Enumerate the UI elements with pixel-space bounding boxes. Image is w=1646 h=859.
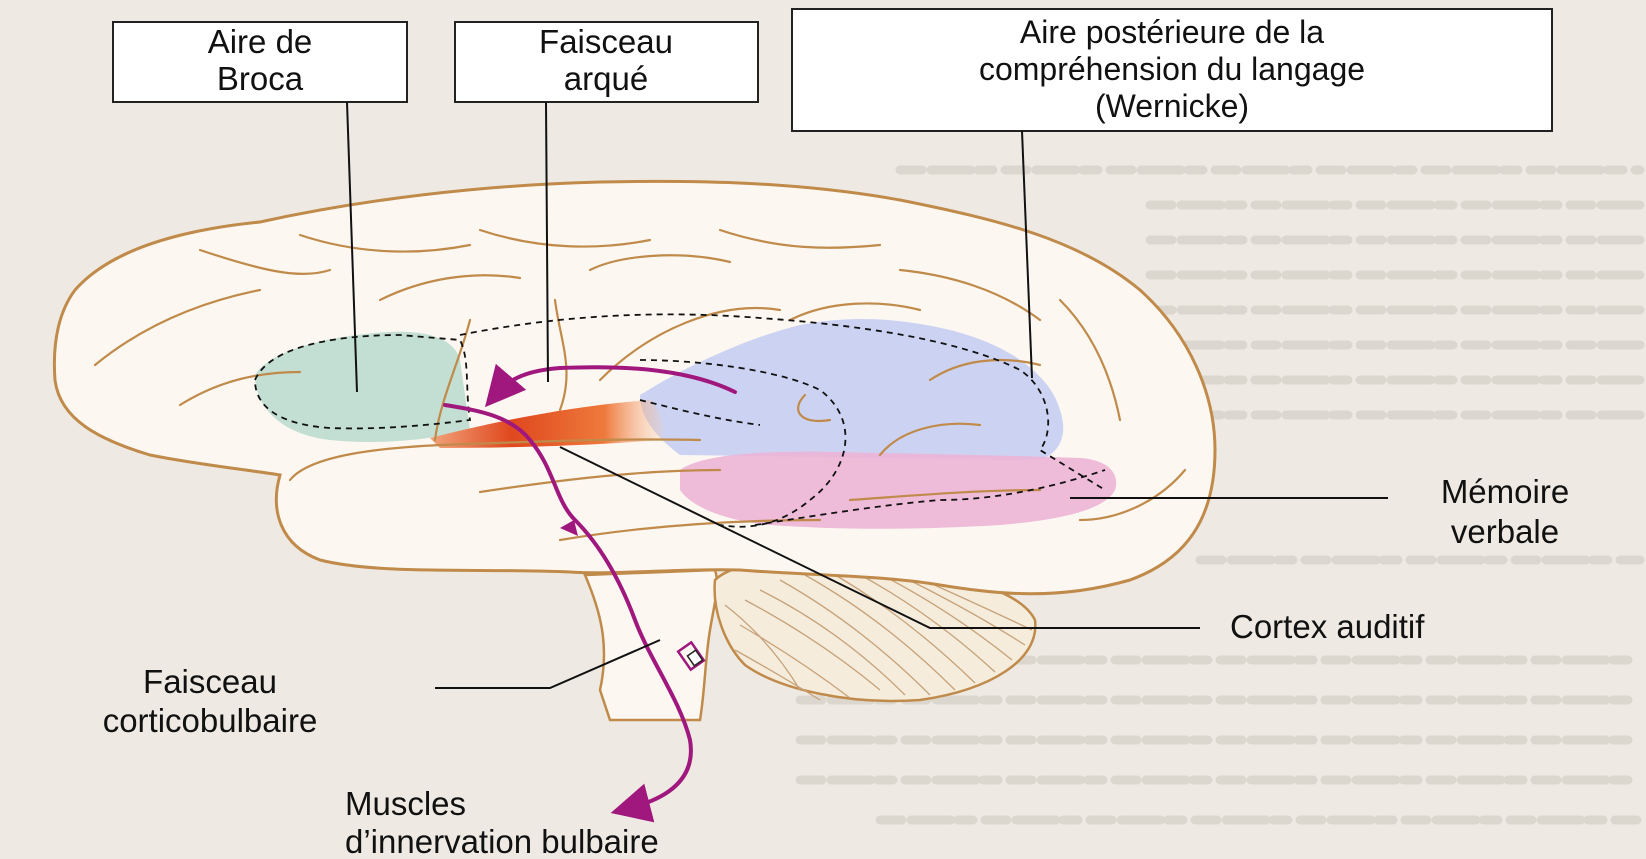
- wernicke-label-line2: compréhension du langage: [979, 51, 1365, 87]
- arcuate-label-line1: Faisceau: [539, 23, 673, 60]
- memory-label-line1: Mémoire: [1441, 473, 1569, 510]
- muscles-label-line2: d’innervation bulbaire: [345, 823, 659, 859]
- memory-label-line2: verbale: [1451, 513, 1559, 550]
- memory-label: Mémoire verbale: [1441, 473, 1569, 550]
- muscles-label-line1: Muscles: [345, 785, 466, 822]
- auditory-cortex-label: Cortex auditif: [1230, 608, 1425, 645]
- wernicke-label-line1: Aire postérieure de la: [1020, 14, 1324, 50]
- verbal-memory-area: [680, 452, 1116, 529]
- corticobulbar-label: Faisceau corticobulbaire: [103, 663, 318, 739]
- corticobulbar-label-line2: corticobulbaire: [103, 702, 318, 739]
- muscles-label: Muscles d’innervation bulbaire: [345, 785, 659, 859]
- broca-label-line1: Aire de: [208, 23, 313, 60]
- corticobulbar-label-line1: Faisceau: [143, 663, 277, 700]
- broca-label-line2: Broca: [217, 60, 304, 97]
- arcuate-label-line2: arqué: [564, 60, 648, 97]
- broca-label: Aire de Broca: [208, 23, 313, 97]
- wernicke-label-line3: (Wernicke): [1095, 88, 1249, 124]
